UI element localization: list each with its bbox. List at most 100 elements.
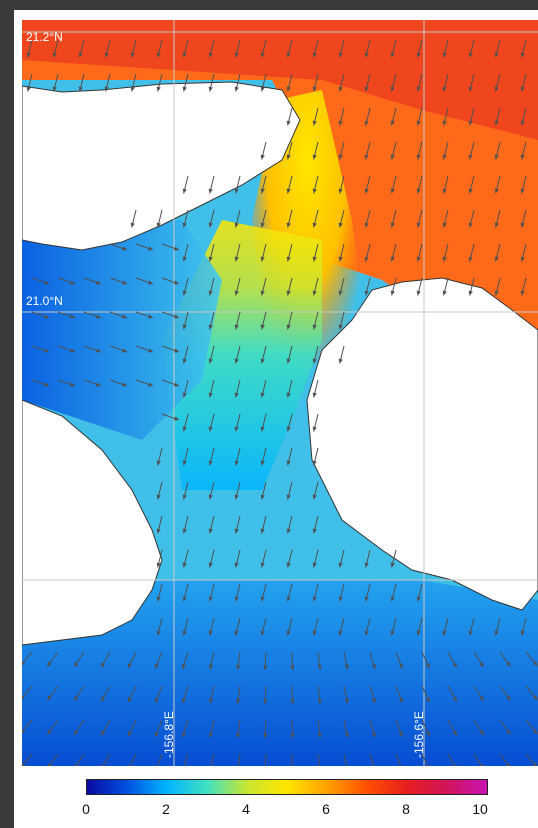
current-vector-head [208,596,213,602]
current-vector-head [428,765,430,766]
current-vector-head [234,188,239,194]
current-vector-head [130,222,135,228]
current-vector-head [338,358,343,364]
current-vector-head [260,86,265,92]
current-vector-head [468,154,473,160]
current-vector-head [182,52,187,58]
current-vector [395,753,402,766]
current-vector-head [182,426,187,432]
current-vector-head [182,596,187,602]
current-vector-head [174,280,179,285]
current-vector-head [338,596,343,602]
current-vector-head [96,382,101,387]
current-vector-head [364,120,369,126]
current-vector [343,753,347,766]
current-vector-head [344,664,349,670]
current-vector-head [286,52,291,58]
current-vector-head [208,392,213,398]
current-vector-head [494,52,499,58]
current-vector-head [312,154,317,160]
current-vector-head [182,256,187,262]
current-vector-head [506,729,511,735]
current-vector-head [22,695,26,700]
current-vector-head [312,630,317,636]
current-vector-head [101,730,106,736]
current-vector [264,753,267,766]
current-vector-head [174,348,179,353]
current-vector-head [480,764,484,766]
current-vector-head [479,730,484,736]
current-vector-head [312,426,317,432]
current-vector-head [468,188,473,194]
current-vector-head [312,86,317,92]
current-vector-head [520,630,525,636]
current-vector-head [260,596,265,602]
current-vector-head [260,222,265,228]
current-vector-head [182,562,187,568]
current-vector-head [174,416,179,421]
current-vector-head [286,154,291,160]
current-vector-head [390,290,395,296]
current-vector-head [260,154,265,160]
current-vector-head [494,630,499,636]
current-vector-head [208,630,213,636]
current-vector-head [494,86,499,92]
current-vector-head [468,222,473,228]
current-vector-head [468,52,473,58]
land-east [306,277,538,611]
lat-label-21-0: 21.0°N [26,294,63,308]
current-vector-head [454,764,457,766]
current-vector-head [208,698,214,704]
current-vector-head [154,731,160,737]
current-vector-head [312,120,317,126]
current-vector-head [286,86,291,92]
current-vector-head [494,222,499,228]
current-vector-head [286,324,291,330]
current-vector-head [442,52,447,58]
current-vector-head [74,764,78,766]
current-vector-head [208,86,213,92]
current-vector-head [208,562,213,568]
current-vector-head [286,596,291,602]
current-vector-head [338,154,343,160]
current-vector-head [452,730,457,736]
current-vector-head [101,662,106,668]
current-vector-head [290,699,295,704]
current-vector-head [286,630,291,636]
current-vector-head [416,52,421,58]
current-vector-head [506,661,511,667]
current-vector-head [234,52,239,58]
current-vector-head [235,665,241,670]
current-vector-head [182,188,187,194]
map-panel[interactable]: 21.2°N 21.0°N -156.8°E -156.6°E [22,20,538,766]
current-vector-head [364,630,369,636]
current-vector-head [286,528,291,534]
current-vector-head [148,246,153,251]
current-vector-head [128,663,133,669]
colorbar-tick: 2 [162,801,170,817]
current-vector [183,753,189,766]
current-vector-head [182,392,187,398]
current-vector-head [156,460,161,466]
current-vector-head [47,763,52,766]
current-vector-head [442,630,447,636]
current-vector-head [338,120,343,126]
current-vector-head [390,154,395,160]
current-vector-head [286,120,291,126]
current-vector-head [468,290,473,296]
current-vector-head [425,697,430,703]
current-vector-head [442,154,447,160]
current-vector-head [174,382,179,387]
current-vector-head [390,630,395,636]
current-vector [473,753,483,766]
current-vector-head [312,358,317,364]
current-vector-head [416,154,421,160]
current-vector-head [364,596,369,602]
current-vector [75,753,85,766]
current-vector-head [286,358,291,364]
current-vector-head [22,729,26,734]
current-vector-head [181,664,187,670]
current-vector-head [260,52,265,58]
current-vector-head [416,630,421,636]
current-vector-head [260,562,265,568]
